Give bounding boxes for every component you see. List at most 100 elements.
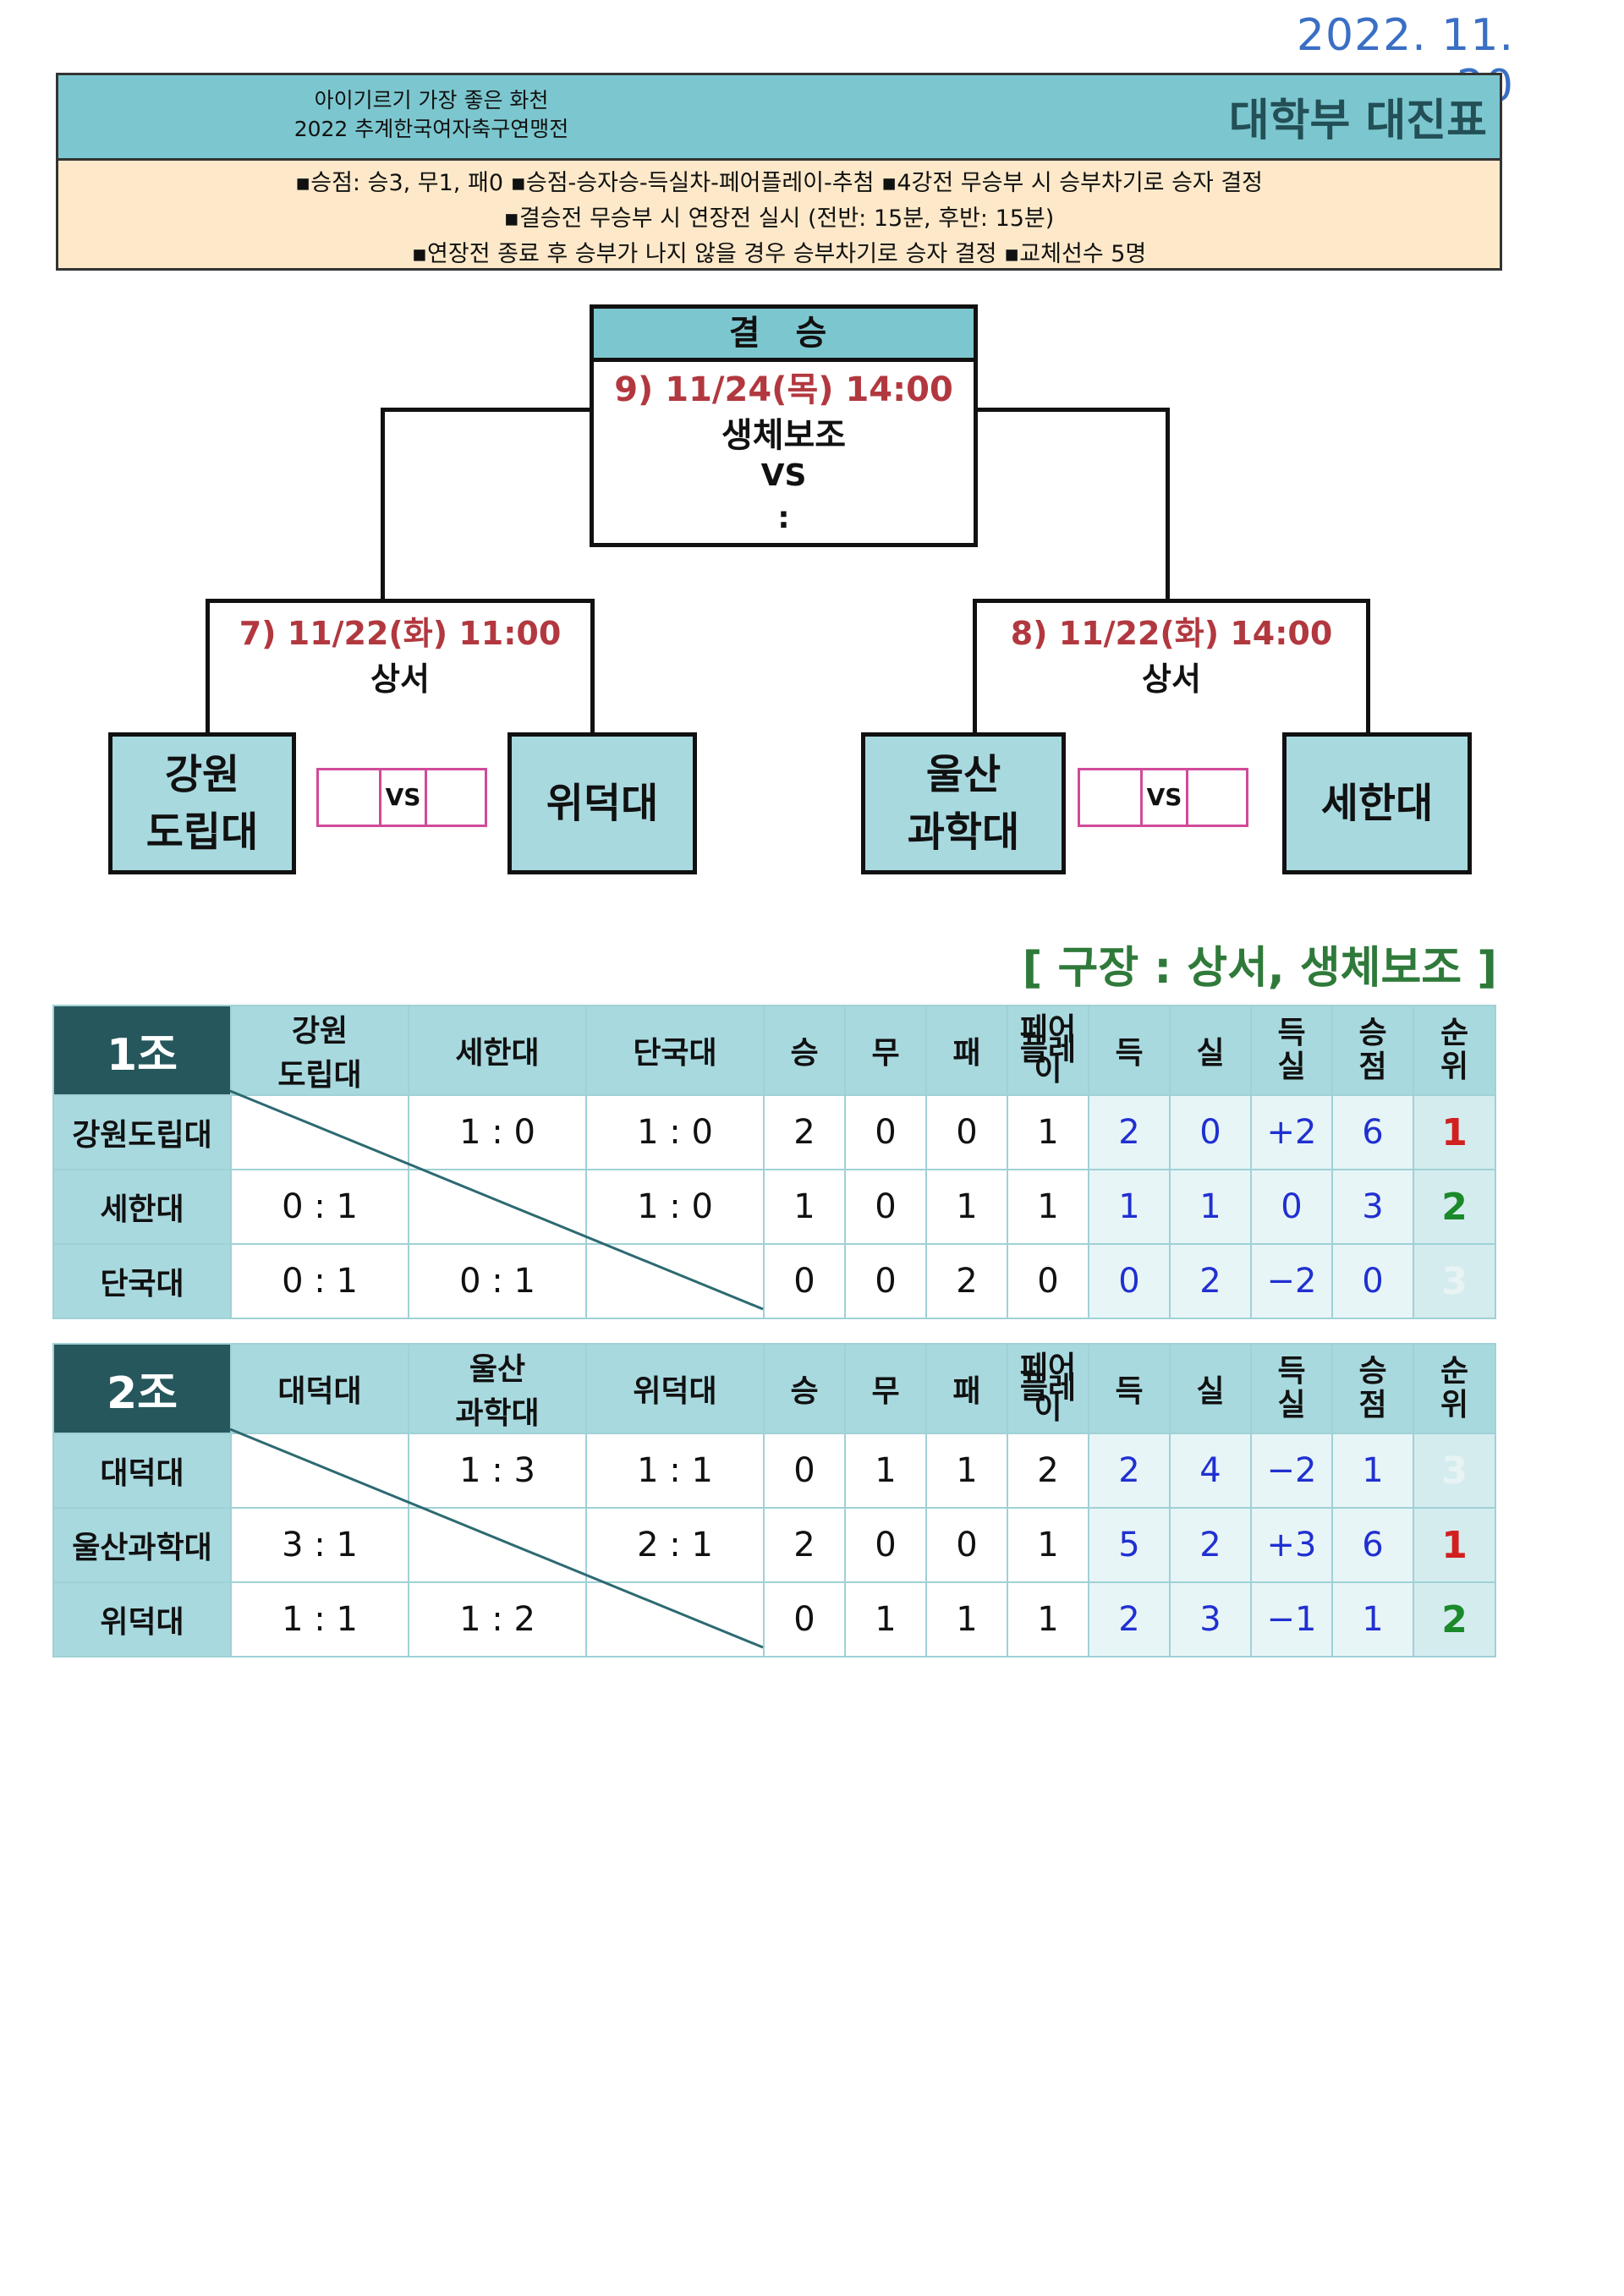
col-rank: 순 위 [1413,1005,1496,1096]
group2-opponent-3: 위덕대 [585,1343,765,1434]
losses: 2 [925,1243,1008,1319]
self-match-cell [408,1169,587,1245]
bracket-line [381,408,592,412]
group1-opponent-3: 단국대 [585,1005,765,1096]
self-match-cell [585,1581,765,1658]
goals-for: 5 [1088,1507,1171,1583]
group2-table: 2조 대덕대 울산 과학대 위덕대 승 무 패 페어 플레이 득 실 득 실 승… [52,1343,1496,1658]
points: 1 [1331,1581,1414,1658]
team-name: 단국대 [52,1243,232,1319]
semi1-match-time: 7) 11/22(화) 11:00 [239,615,562,652]
draws: 0 [844,1243,927,1319]
group2-name: 2조 [52,1343,232,1434]
wins: 2 [763,1507,846,1583]
col-draw: 무 [844,1343,927,1434]
fairplay: 1 [1007,1169,1089,1245]
match-result: 1 : 1 [585,1433,765,1509]
semi1-team-a: 강원 도립대 [108,732,296,874]
goal-diff: −2 [1250,1243,1333,1319]
goals-for: 0 [1088,1243,1171,1319]
bracket-line [1366,599,1370,736]
self-match-cell [585,1243,765,1319]
col-points: 승 점 [1331,1005,1414,1096]
match-result: 1 : 0 [408,1094,587,1170]
match-result: 0 : 1 [408,1243,587,1319]
goal-diff: −1 [1250,1581,1333,1658]
rank: 1 [1413,1094,1496,1170]
final-venue: 생체보조 [721,416,847,455]
col-fairplay: 페어 플레이 [1007,1343,1089,1434]
col-win: 승 [763,1005,846,1096]
semi2-score-a [1080,770,1143,825]
fairplay: 2 [1007,1433,1089,1509]
losses: 0 [925,1507,1008,1583]
match-result: 1 : 1 [230,1581,409,1658]
goals-for: 1 [1088,1169,1171,1245]
semi1-score-box: VS [316,768,487,827]
rank: 2 [1413,1581,1496,1658]
goals-against: 2 [1169,1507,1252,1583]
semi1-score-a [319,770,381,825]
group1-name: 1조 [52,1005,232,1096]
points: 1 [1331,1433,1414,1509]
draws: 0 [844,1094,927,1170]
header-subtitle: 아이기르기 가장 좋은 화천 2022 추계한국여자축구연맹전 [178,86,685,144]
semi1-venue: 상서 [370,660,430,698]
goals-against: 0 [1169,1094,1252,1170]
col-goals-against: 실 [1169,1343,1252,1434]
group1-header-row: 1조 강원 도립대 세한대 단국대 승 무 패 페어 플레이 득 실 득 실 승… [52,1005,1496,1096]
rank: 3 [1413,1433,1496,1509]
final-label: 결 승 [590,304,978,362]
wins: 0 [763,1581,846,1658]
team-name: 울산과학대 [52,1507,232,1583]
col-goals-for: 득 [1088,1343,1171,1434]
goals-for: 2 [1088,1433,1171,1509]
goals-for: 2 [1088,1581,1171,1658]
semi2-vs: VS [1143,770,1188,825]
bracket-line [206,599,210,736]
match-result: 1 : 2 [408,1581,587,1658]
wins: 1 [763,1169,846,1245]
group1-opponent-2: 세한대 [408,1005,587,1096]
self-match-cell [408,1507,587,1583]
col-goals-for: 득 [1088,1005,1171,1096]
losses: 0 [925,1094,1008,1170]
goals-against: 3 [1169,1581,1252,1658]
semi2-match-time: 8) 11/22(화) 14:00 [1010,615,1333,652]
header-subtitle-line2: 2022 추계한국여자축구연맹전 [294,117,569,141]
points: 6 [1331,1507,1414,1583]
bracket-line [975,408,1170,412]
bracket-line [1166,408,1170,602]
fairplay: 0 [1007,1243,1089,1319]
goals-against: 2 [1169,1243,1252,1319]
header-banner [56,73,1502,161]
losses: 1 [925,1581,1008,1658]
points: 0 [1331,1243,1414,1319]
col-fairplay: 페어 플레이 [1007,1005,1089,1096]
losses: 1 [925,1433,1008,1509]
team-name: 대덕대 [52,1433,232,1509]
group1-opponent-1: 강원 도립대 [230,1005,409,1096]
goals-against: 1 [1169,1169,1252,1245]
semi2-venue: 상서 [1142,660,1201,698]
col-goals-against: 실 [1169,1005,1252,1096]
draws: 1 [844,1433,927,1509]
semi1-team-b: 위덕대 [508,732,697,874]
fairplay: 1 [1007,1581,1089,1658]
col-win: 승 [763,1343,846,1434]
col-rank: 순 위 [1413,1343,1496,1434]
rule-line-1: ▪승점: 승3, 무1, 패0 ▪승점-승자승-득실차-페어플레이-추첨 ▪4강… [294,170,1264,196]
draws: 0 [844,1169,927,1245]
goal-diff: +2 [1250,1094,1333,1170]
fairplay: 1 [1007,1094,1089,1170]
team-name: 세한대 [52,1169,232,1245]
semi2-team-a: 울산 과학대 [861,732,1066,874]
semi1-score-b [427,770,485,825]
wins: 0 [763,1243,846,1319]
draws: 1 [844,1581,927,1658]
page-title: 대학부 대진표 [1228,96,1487,146]
final-vs: VS [760,458,807,493]
